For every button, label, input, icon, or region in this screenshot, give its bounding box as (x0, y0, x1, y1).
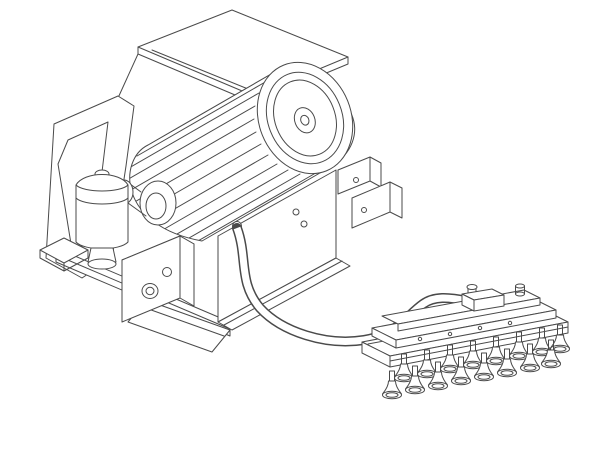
knob (162, 267, 172, 277)
locator-pin (515, 283, 525, 297)
rail-bolt (447, 331, 453, 337)
plate-hole (300, 220, 308, 228)
rail-bolt (477, 325, 483, 331)
vacuum-hose: flexible-vacuum-hose (232, 221, 473, 347)
plate-hole (292, 208, 300, 216)
mounting-brackets: mounting-brackets (337, 156, 403, 229)
rail-bolt (507, 320, 513, 326)
filter-canister: filter-canister (75, 169, 129, 270)
motor-end-face: motor-end-face-rings (256, 61, 354, 175)
hose-inlet-block (461, 284, 505, 312)
motor-fins (129, 70, 326, 241)
port-fitting (141, 283, 159, 299)
bracket-bolt (361, 207, 367, 213)
rail-bolt (417, 336, 423, 342)
motor: finned-motor-body motor-end-face-rings m… (114, 61, 356, 242)
bracket-bolt (353, 177, 359, 183)
gripper-rail-assembly: gripper-rail-assembly (361, 283, 569, 368)
control-box: control-box-with-port (121, 235, 195, 323)
